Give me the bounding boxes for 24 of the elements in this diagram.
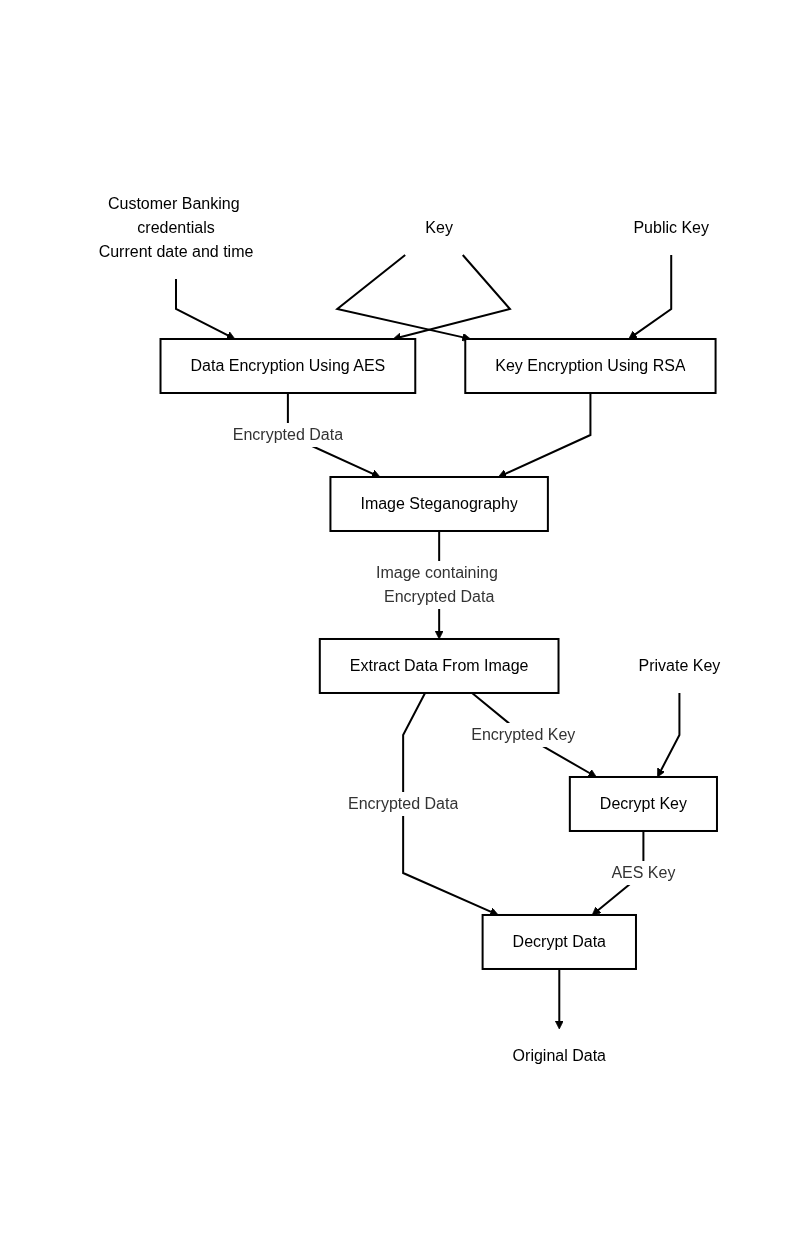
- node-text: Key: [425, 218, 453, 236]
- edge-label: AES Key: [611, 863, 676, 881]
- arrow: [174, 277, 236, 339]
- edge-label: Encrypted Key: [471, 725, 576, 743]
- node-box: Image Steganography: [329, 475, 549, 532]
- node-text: Private Key: [638, 656, 721, 674]
- edge-label: Encrypted Data: [347, 794, 459, 812]
- arrow: [656, 691, 681, 777]
- edge-label: Image containing Encrypted Data: [375, 563, 498, 605]
- node-box: Decrypt Key: [568, 775, 718, 832]
- node-box: Decrypt Data: [481, 913, 637, 970]
- arrow: [628, 253, 673, 339]
- arrow: [334, 253, 471, 342]
- arrow: [401, 691, 499, 916]
- node-text: Public Key: [633, 218, 709, 236]
- node-box: Key Encryption Using RSA: [464, 337, 717, 394]
- node-text: Original Data: [512, 1046, 606, 1064]
- edge-label: Encrypted Data: [232, 425, 343, 443]
- arrow: [497, 391, 592, 478]
- arrow: [554, 967, 564, 1029]
- node-text: Customer Banking credentials Current date and time: [98, 194, 254, 260]
- arrow: [470, 691, 597, 777]
- node-box: Extract Data From Image: [318, 637, 560, 694]
- node-box: Data Encryption Using AES: [159, 337, 417, 394]
